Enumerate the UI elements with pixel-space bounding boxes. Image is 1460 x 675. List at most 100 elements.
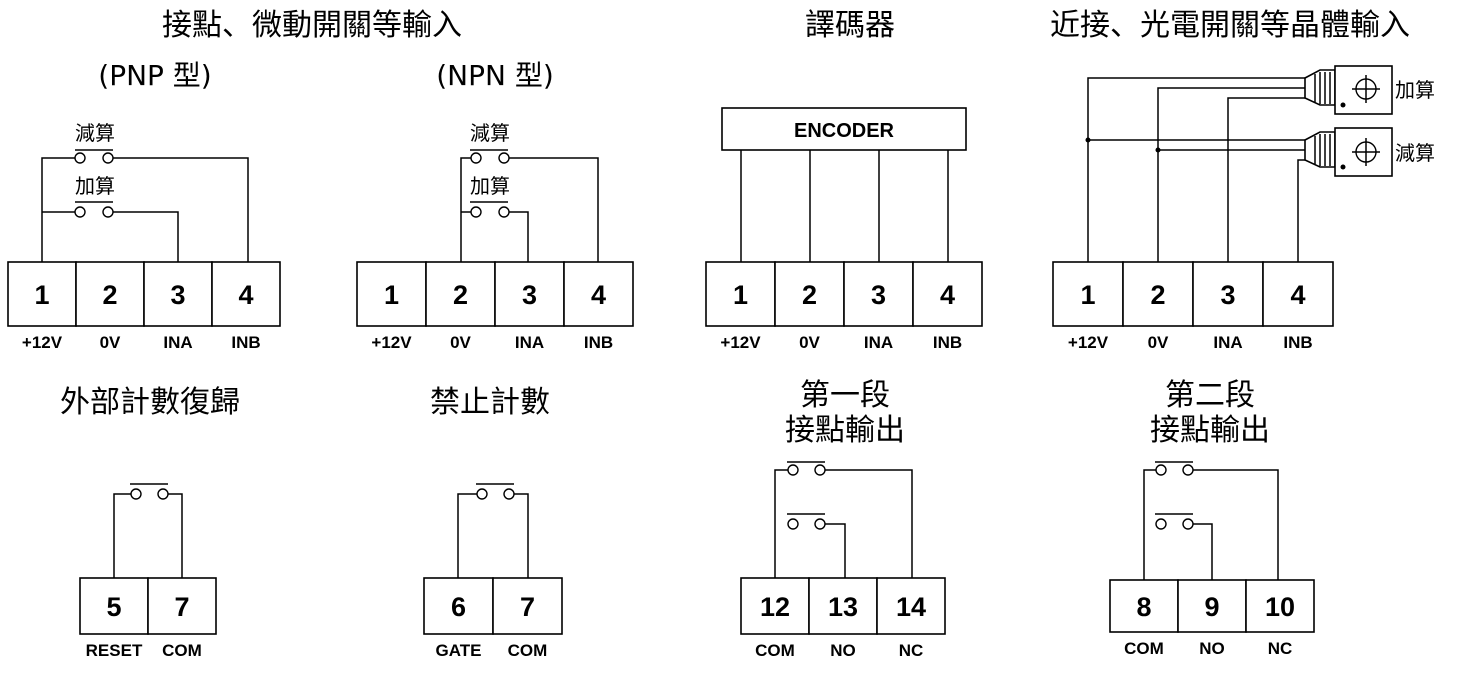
terminal-label: INA <box>1213 333 1242 352</box>
terminal-number: 12 <box>760 592 790 622</box>
wire <box>41 157 75 262</box>
terminal-label: NO <box>1199 639 1225 658</box>
wire <box>113 157 249 262</box>
transistor-input-title: 近接、光電開關等晶體輸入 <box>1050 8 1410 43</box>
terminal-cell <box>1245 579 1315 633</box>
terminal-label: INB <box>584 333 613 352</box>
wire <box>1143 469 1156 580</box>
terminal-label: INB <box>231 333 260 352</box>
terminal-cell <box>143 261 213 327</box>
terminal-number: 5 <box>106 592 121 622</box>
terminal-cell <box>774 261 845 327</box>
wire <box>1227 97 1305 262</box>
switch-label-subtract: 減算 <box>470 121 510 145</box>
terminal-number: 8 <box>1136 592 1151 622</box>
terminal-label: +12V <box>371 333 412 352</box>
switch-contact <box>498 206 510 218</box>
terminal-number: 10 <box>1265 592 1295 622</box>
sensor-led-dot <box>1340 102 1346 108</box>
terminal-cell <box>7 261 77 327</box>
switch-contact <box>74 152 86 164</box>
terminal-number: 3 <box>170 280 185 310</box>
wire <box>825 469 913 578</box>
terminal-cell <box>492 577 563 635</box>
encoder-title: 譯碼器 <box>805 8 895 43</box>
terminal-cell <box>740 577 810 635</box>
stage2-title-line1: 第二段 <box>1165 378 1255 413</box>
terminal-number: 6 <box>451 592 466 622</box>
switch-contact <box>814 464 826 476</box>
wire <box>825 523 846 578</box>
switch-label-subtract: 減算 <box>75 121 115 145</box>
wire <box>460 157 471 262</box>
contact-input-title: 接點、微動開關等輸入 <box>162 8 462 43</box>
terminal-label: +12V <box>720 333 761 352</box>
terminal-label: NO <box>830 641 856 660</box>
terminal-number: 13 <box>828 592 858 622</box>
terminal-cell <box>211 261 281 327</box>
gate-title: 禁止計數 <box>430 385 550 420</box>
terminal-number: 3 <box>522 280 537 310</box>
terminal-number: 3 <box>871 280 886 310</box>
switch-label-add: 加算 <box>75 174 115 198</box>
encoder-label: ENCODER <box>794 120 895 142</box>
terminal-number: 1 <box>1080 280 1095 310</box>
terminal-number: 4 <box>940 280 955 310</box>
switch-contact <box>814 518 826 530</box>
terminal-number: 4 <box>238 280 253 310</box>
terminal-cell <box>912 261 983 327</box>
switch-contact <box>787 518 799 530</box>
terminal-cell <box>876 577 946 635</box>
switch-contact <box>74 206 86 218</box>
terminal-number: 2 <box>1150 280 1165 310</box>
terminal-cell <box>75 261 145 327</box>
switch-contact <box>498 152 510 164</box>
terminal-number: 14 <box>896 592 926 622</box>
proximity-sensor-add: 加算 <box>1304 65 1435 115</box>
terminal-label: COM <box>1124 639 1164 658</box>
wire <box>1193 523 1213 580</box>
terminal-cell <box>1262 261 1334 327</box>
proximity-sensor-subtract: 減算 <box>1304 127 1435 177</box>
switch-contact <box>1155 464 1167 476</box>
wire <box>113 493 131 578</box>
switch-contact <box>102 152 114 164</box>
npn-subtitle: (NPN 型) <box>436 59 554 92</box>
terminal-cell <box>425 261 496 327</box>
switch-contact <box>787 464 799 476</box>
switch-contact <box>476 488 488 500</box>
junction-dot <box>1155 147 1161 153</box>
terminal-label: INB <box>933 333 962 352</box>
switch-contact <box>470 152 482 164</box>
terminal-label: 0V <box>450 333 471 352</box>
switch-contact <box>102 206 114 218</box>
wire <box>113 211 179 262</box>
terminal-label: 0V <box>799 333 820 352</box>
terminal-number: 2 <box>802 280 817 310</box>
switch-contact <box>470 206 482 218</box>
terminal-label: COM <box>508 641 548 660</box>
terminal-number: 2 <box>453 280 468 310</box>
terminal-label: COM <box>162 641 202 660</box>
terminal-number: 2 <box>102 280 117 310</box>
wire <box>509 157 599 262</box>
sensor-label-subtract: 減算 <box>1395 141 1435 165</box>
switch-contact <box>503 488 515 500</box>
switch-contact <box>1182 518 1194 530</box>
junction-dot <box>1085 137 1091 143</box>
terminal-label: INB <box>1283 333 1312 352</box>
wire <box>1193 469 1279 580</box>
terminal-cell <box>1052 261 1124 327</box>
terminal-cell <box>1177 579 1247 633</box>
